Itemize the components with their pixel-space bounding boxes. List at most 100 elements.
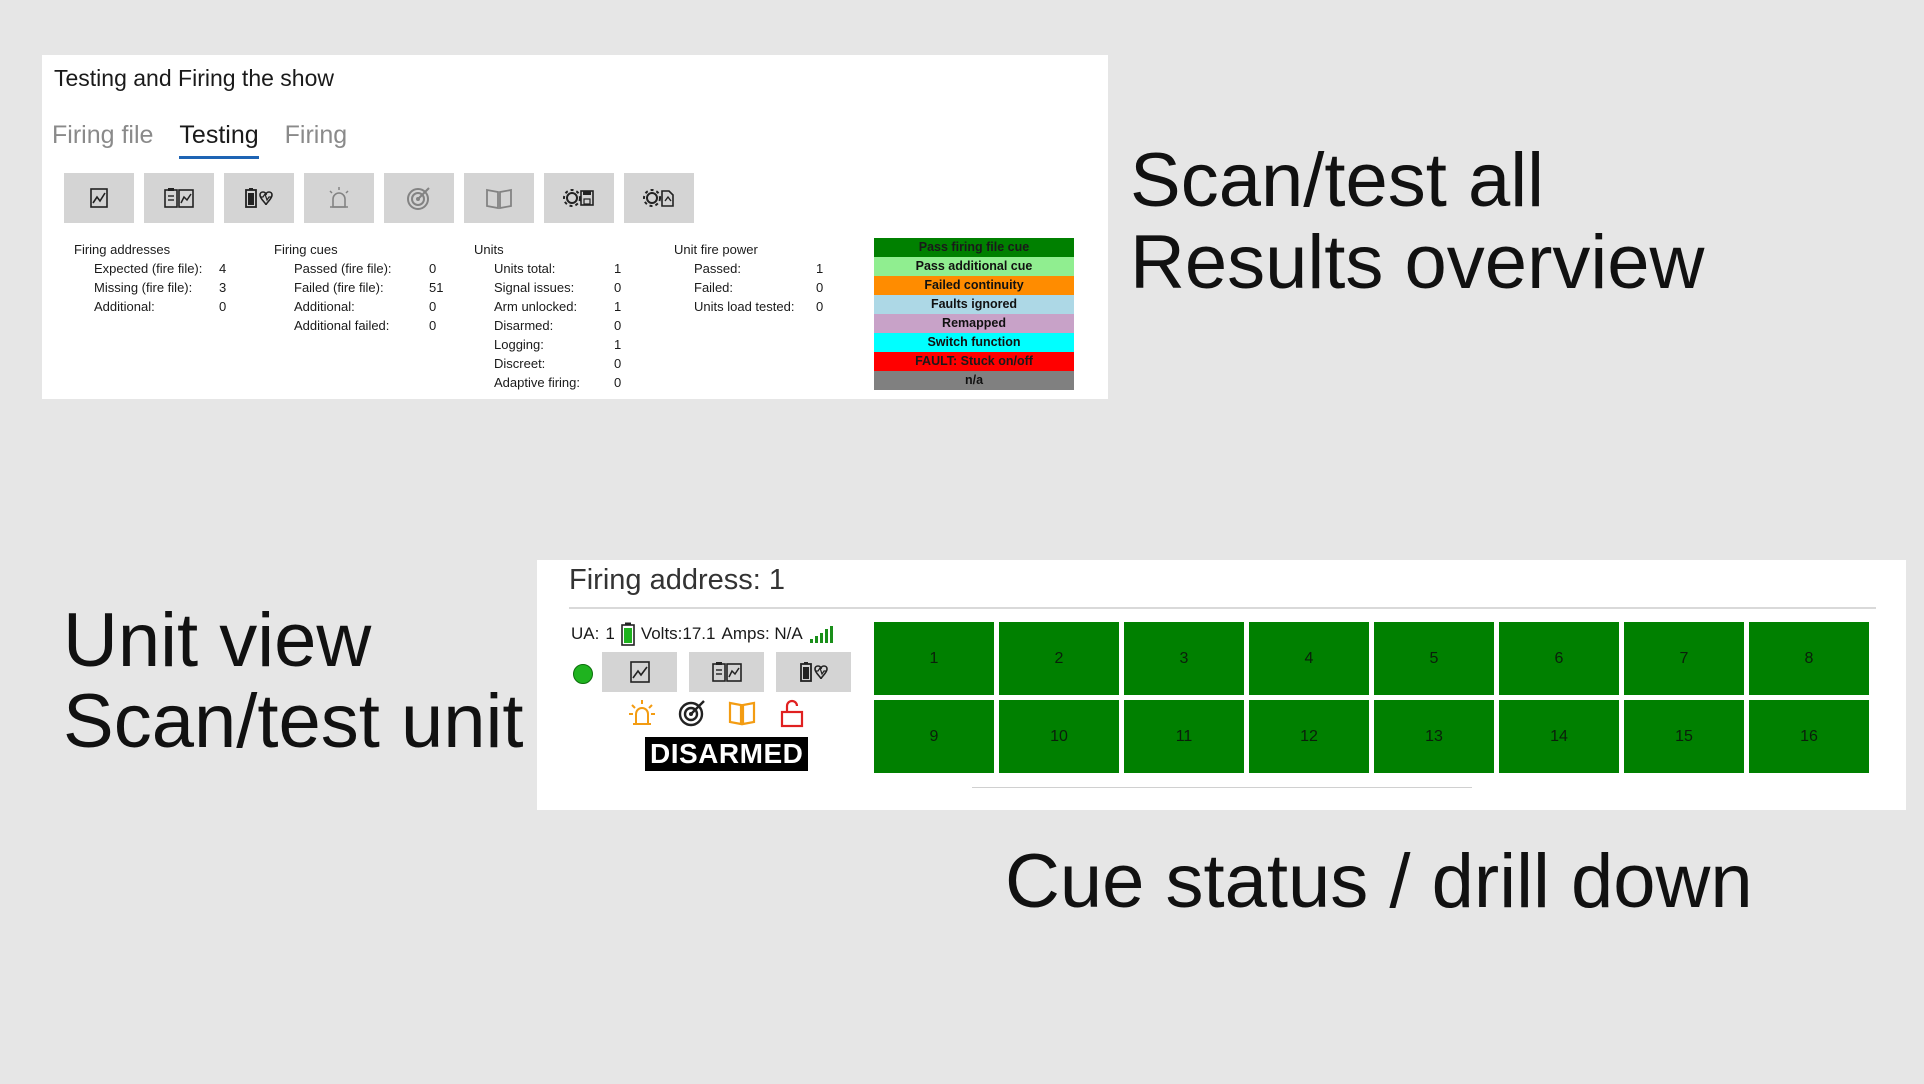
caption-cue-status: Cue status / drill down — [1005, 839, 1753, 924]
target-button[interactable] — [384, 173, 454, 223]
unit-battery-test-button[interactable] — [776, 652, 851, 692]
cue-tile[interactable]: 4 — [1249, 622, 1369, 695]
test-report-button[interactable] — [144, 173, 214, 223]
legend-fault-stuck: FAULT: Stuck on/off — [874, 352, 1074, 371]
battery-heart-icon — [245, 188, 273, 208]
stats-unit-fire-power: Unit fire power Passed:1 Failed:0 Units … — [674, 240, 823, 316]
unit-status-line: UA: 1 Volts:17.1 Amps: N/A — [571, 622, 833, 646]
clipboard-chart-icon — [711, 662, 742, 682]
stat-row: Expected (fire file):4 — [94, 261, 227, 276]
tab-bar: Firing file Testing Firing — [52, 121, 347, 159]
testing-panel: Testing and Firing the show Firing file … — [42, 55, 1108, 399]
caption-scan-test-all: Scan/test all — [1130, 138, 1544, 223]
legend-pass-additional-cue: Pass additional cue — [874, 257, 1074, 276]
unit-panel: Firing address: 1 UA: 1 Volts:17.1 Amps:… — [537, 560, 1906, 810]
legend-failed-continuity: Failed continuity — [874, 276, 1074, 295]
cue-tile[interactable]: 2 — [999, 622, 1119, 695]
cue-tile[interactable]: 14 — [1499, 700, 1619, 773]
amps-readout: Amps: N/A — [721, 624, 803, 643]
stat-row: Units total:1 — [494, 261, 622, 276]
stats-firing-addresses: Firing addresses Expected (fire file):4 … — [74, 240, 226, 316]
stat-row: Passed (fire file):0 — [294, 261, 437, 276]
chart-icon — [629, 661, 650, 683]
group-title: Firing addresses — [74, 242, 171, 257]
target-icon[interactable] — [677, 698, 707, 728]
stat-row: Logging:1 — [494, 337, 622, 352]
status-legend: Pass firing file cue Pass additional cue… — [874, 238, 1074, 390]
save-settings-button[interactable] — [544, 173, 614, 223]
group-title: Units — [474, 242, 504, 257]
battery-test-button[interactable] — [224, 173, 294, 223]
connection-status-dot — [573, 664, 593, 684]
cue-tile[interactable]: 8 — [1749, 622, 1869, 695]
export-settings-button[interactable] — [624, 173, 694, 223]
gear-export-icon — [643, 189, 674, 207]
stat-row: Discreet:0 — [494, 356, 622, 371]
battery-heart-icon — [799, 662, 828, 682]
stats-units: Units Units total:1 Signal issues:0 Arm … — [474, 240, 621, 392]
book-icon — [486, 188, 512, 210]
stat-row: Additional:0 — [94, 299, 227, 314]
alarm-light-icon — [329, 187, 349, 208]
window-title: Testing and Firing the show — [54, 65, 334, 91]
unlocked-icon[interactable] — [777, 698, 807, 728]
unit-toolbar — [602, 652, 851, 692]
legend-switch-function: Switch function — [874, 333, 1074, 352]
alarm-button[interactable] — [304, 173, 374, 223]
stat-row: Additional failed:0 — [294, 318, 437, 333]
cue-tile[interactable]: 1 — [874, 622, 994, 695]
unit-scan-button[interactable] — [602, 652, 677, 692]
divider — [972, 787, 1472, 788]
stat-row: Passed:1 — [694, 261, 824, 276]
cue-tile[interactable]: 6 — [1499, 622, 1619, 695]
group-title: Firing cues — [274, 242, 338, 257]
legend-na: n/a — [874, 371, 1074, 390]
chart-icon — [90, 188, 108, 208]
stat-row: Adaptive firing:0 — [494, 375, 622, 390]
legend-remapped: Remapped — [874, 314, 1074, 333]
cue-tile[interactable]: 13 — [1374, 700, 1494, 773]
group-title: Unit fire power — [674, 242, 758, 257]
legend-pass-firing-file-cue: Pass firing file cue — [874, 238, 1074, 257]
caption-unit-view: Unit view — [63, 598, 372, 683]
volts-readout: Volts:17.1 — [640, 624, 716, 643]
unit-test-report-button[interactable] — [689, 652, 764, 692]
toolbar — [64, 173, 694, 223]
stat-row: Additional:0 — [294, 299, 437, 314]
cue-tile[interactable]: 16 — [1749, 700, 1869, 773]
scan-button[interactable] — [64, 173, 134, 223]
caption-results-overview: Results overview — [1130, 220, 1705, 305]
ua-label: UA: — [571, 624, 600, 643]
cue-tile[interactable]: 10 — [999, 700, 1119, 773]
cue-tile[interactable]: 9 — [874, 700, 994, 773]
legend-faults-ignored: Faults ignored — [874, 295, 1074, 314]
cue-tile[interactable]: 11 — [1124, 700, 1244, 773]
clipboard-chart-icon — [164, 188, 194, 208]
battery-icon — [621, 622, 635, 646]
caption-scan-test-unit: Scan/test unit — [63, 679, 524, 764]
divider — [569, 607, 1876, 609]
tab-firing-file[interactable]: Firing file — [52, 121, 154, 149]
cue-tile[interactable]: 12 — [1249, 700, 1369, 773]
stat-row: Missing (fire file):3 — [94, 280, 227, 295]
book-icon[interactable] — [727, 698, 757, 728]
firing-address-title: Firing address: 1 — [569, 564, 785, 596]
cue-tile[interactable]: 3 — [1124, 622, 1244, 695]
book-button[interactable] — [464, 173, 534, 223]
cue-tile[interactable]: 5 — [1374, 622, 1494, 695]
tab-testing[interactable]: Testing — [179, 121, 259, 159]
unit-indicator-icons — [627, 698, 807, 728]
cue-tile[interactable]: 15 — [1624, 700, 1744, 773]
stat-row: Arm unlocked:1 — [494, 299, 622, 314]
target-icon — [407, 187, 430, 210]
gear-save-icon — [563, 189, 594, 207]
stat-row: Units load tested:0 — [694, 299, 824, 314]
cue-tile[interactable]: 7 — [1624, 622, 1744, 695]
stat-row: Failed:0 — [694, 280, 824, 295]
arm-status-label: DISARMED — [645, 737, 809, 771]
alarm-light-icon[interactable] — [627, 698, 657, 728]
stat-row: Failed (fire file):51 — [294, 280, 444, 295]
signal-strength-icon — [809, 626, 833, 643]
tab-firing[interactable]: Firing — [284, 121, 348, 149]
